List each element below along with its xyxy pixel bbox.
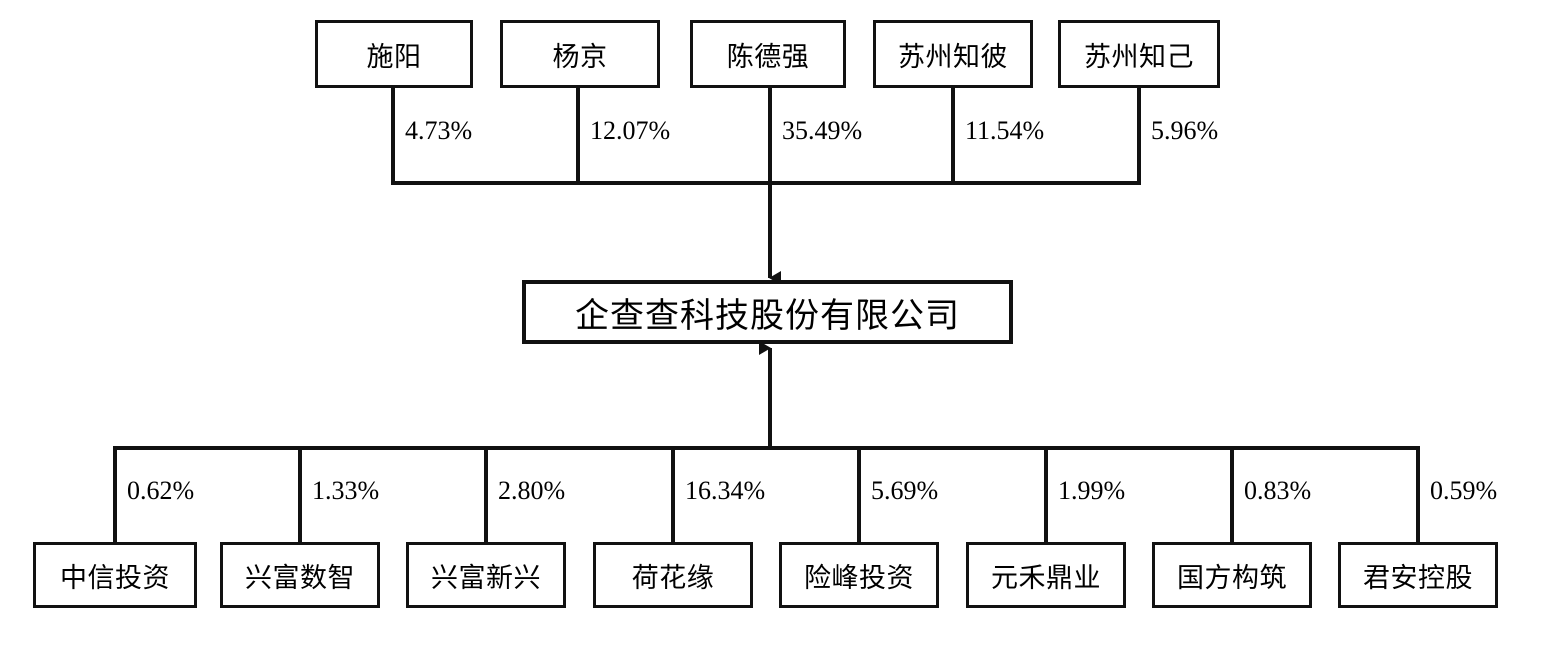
- bottom-percent-label: 0.59%: [1430, 476, 1498, 505]
- bottom-shareholder-name: 君安控股: [1363, 562, 1473, 593]
- top-shareholder-box[interactable]: 陈德强: [690, 20, 846, 88]
- bottom-percent-label: 5.69%: [871, 476, 939, 505]
- bottom-shareholder-name: 险峰投资: [804, 562, 914, 593]
- bottom-shareholder-box[interactable]: 兴富数智: [220, 542, 380, 608]
- bottom-percent-label: 16.34%: [685, 476, 766, 505]
- top-shareholder-box[interactable]: 施阳: [315, 20, 473, 88]
- company-name: 企查查科技股份有限公司: [575, 297, 960, 335]
- bottom-shareholder-name: 兴富新兴: [431, 562, 541, 593]
- bottom-shareholder-name: 中信投资: [60, 562, 170, 593]
- top-shareholder-name: 杨京: [552, 41, 608, 72]
- bottom-percent-label: 1.33%: [312, 476, 380, 505]
- top-shareholder-name: 陈德强: [726, 41, 810, 72]
- bottom-shareholder-box[interactable]: 君安控股: [1338, 542, 1498, 608]
- top-shareholder-name: 施阳: [366, 41, 422, 72]
- bottom-shareholder-box[interactable]: 中信投资: [33, 542, 197, 608]
- top-percent-label: 4.73%: [405, 116, 473, 145]
- bottom-shareholder-box[interactable]: 国方构筑: [1152, 542, 1312, 608]
- bottom-percent-label: 1.99%: [1058, 476, 1126, 505]
- bottom-shareholder-name: 国方构筑: [1177, 562, 1287, 593]
- bottom-shareholder-box[interactable]: 兴富新兴: [406, 542, 566, 608]
- top-percent-label: 5.96%: [1151, 116, 1219, 145]
- top-shareholder-name: 苏州知彼: [898, 41, 1008, 72]
- top-connector-group: [391, 88, 1141, 185]
- top-percent-label: 12.07%: [590, 116, 671, 145]
- bottom-shareholder-box[interactable]: 荷花缘: [593, 542, 753, 608]
- bottom-percent-label: 2.80%: [498, 476, 566, 505]
- top-shareholder-box[interactable]: 苏州知己: [1058, 20, 1220, 88]
- bottom-percent-label: 0.83%: [1244, 476, 1312, 505]
- bottom-shareholder-box[interactable]: 险峰投资: [779, 542, 939, 608]
- top-shareholder-box[interactable]: 苏州知彼: [873, 20, 1033, 88]
- bottom-shareholder-name: 元禾鼎业: [991, 562, 1101, 593]
- bottom-percent-label: 0.62%: [127, 476, 195, 505]
- top-shareholder-box[interactable]: 杨京: [500, 20, 660, 88]
- bottom-connector-group: [113, 446, 1420, 542]
- bottom-shareholder-box[interactable]: 元禾鼎业: [966, 542, 1126, 608]
- top-percent-label: 35.49%: [782, 116, 863, 145]
- bottom-shareholder-name: 兴富数智: [245, 562, 355, 593]
- bottom-shareholder-name: 荷花缘: [631, 562, 715, 593]
- top-shareholder-name: 苏州知己: [1084, 41, 1194, 72]
- top-percent-label: 11.54%: [965, 116, 1045, 145]
- company-box[interactable]: 企查查科技股份有限公司: [522, 280, 1013, 344]
